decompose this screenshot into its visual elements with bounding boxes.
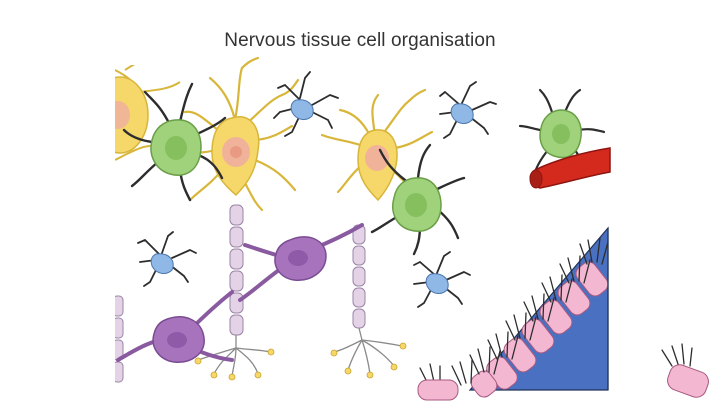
blood-vessel-icon	[529, 147, 611, 189]
microglia-icon	[137, 71, 497, 308]
ependymal-cell-icon	[417, 237, 709, 401]
slide-title: Nervous tissue cell organisation	[224, 30, 496, 51]
neuron-icon	[176, 56, 300, 212]
myelin-sheath-icon	[352, 224, 366, 329]
myelin-sheath-icon	[115, 295, 124, 383]
astrocyte-icon	[122, 82, 606, 256]
oligodendrocyte-icon	[116, 223, 364, 363]
myelin-sheath-icon	[229, 204, 244, 336]
axon-terminal-icon	[333, 327, 403, 375]
